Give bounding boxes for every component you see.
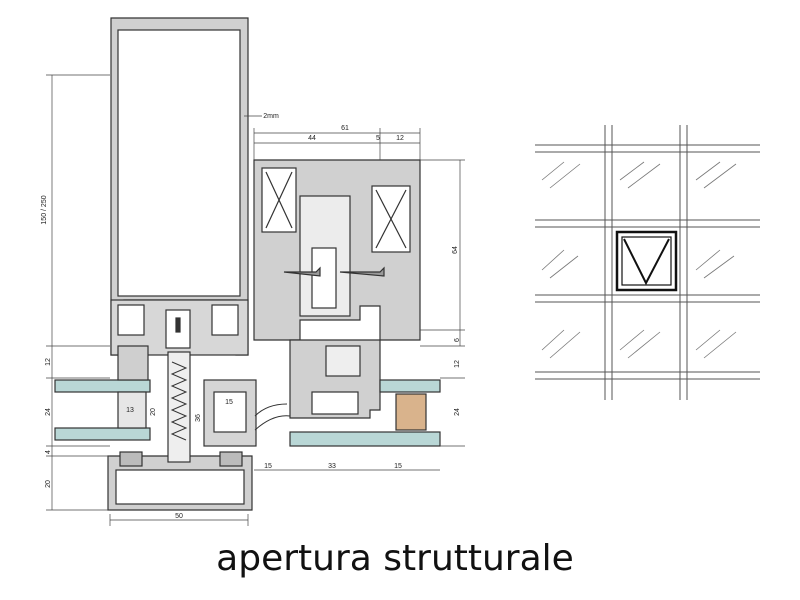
dim-gap: 2mm	[263, 113, 279, 120]
dim-top-a: 44	[308, 135, 316, 142]
dim-bottom-width: 50	[175, 513, 183, 520]
mullion-hollow	[117, 29, 241, 297]
dim-right-glass: 24	[454, 408, 461, 416]
dim-top-overall: 61	[341, 125, 349, 132]
dim-left-top: 12	[45, 358, 52, 366]
right-glass-inner	[289, 431, 441, 447]
opening-window	[615, 230, 678, 292]
dim-bottom-b: 33	[328, 463, 336, 470]
glass-spacer	[395, 393, 427, 431]
dim-top-b: 5	[376, 135, 380, 142]
dim-top-c: 12	[396, 135, 404, 142]
screw	[339, 266, 385, 277]
dim-bottom-a: 15	[264, 463, 272, 470]
dim-left-bottom: 20	[45, 480, 52, 488]
right-glass-outer	[379, 379, 441, 393]
section-drawing: 150 / 250 2mm 61 44 5 12 64 6 12 24 12 2…	[41, 17, 465, 526]
dim-inner-20: 20	[150, 408, 157, 416]
dim-left-four: 4	[45, 450, 52, 454]
opening-symbol	[623, 238, 670, 286]
dim-inner-13: 13	[126, 407, 134, 414]
dim-right-small: 6	[454, 338, 461, 342]
dim-inner-15: 15	[225, 399, 233, 406]
screw	[283, 266, 321, 277]
dim-left-glass: 24	[45, 408, 52, 416]
dim-right-mid: 12	[454, 360, 461, 368]
dim-right-tall: 64	[452, 246, 459, 254]
left-glass-inner	[54, 427, 151, 441]
dim-inner-36: 36	[195, 414, 202, 422]
caption: apertura strutturale	[216, 538, 574, 579]
dim-height-total: 150 / 250	[41, 195, 48, 224]
elevation-drawing	[535, 125, 760, 400]
dim-bottom-c: 15	[394, 463, 402, 470]
left-glass-outer	[54, 379, 151, 393]
